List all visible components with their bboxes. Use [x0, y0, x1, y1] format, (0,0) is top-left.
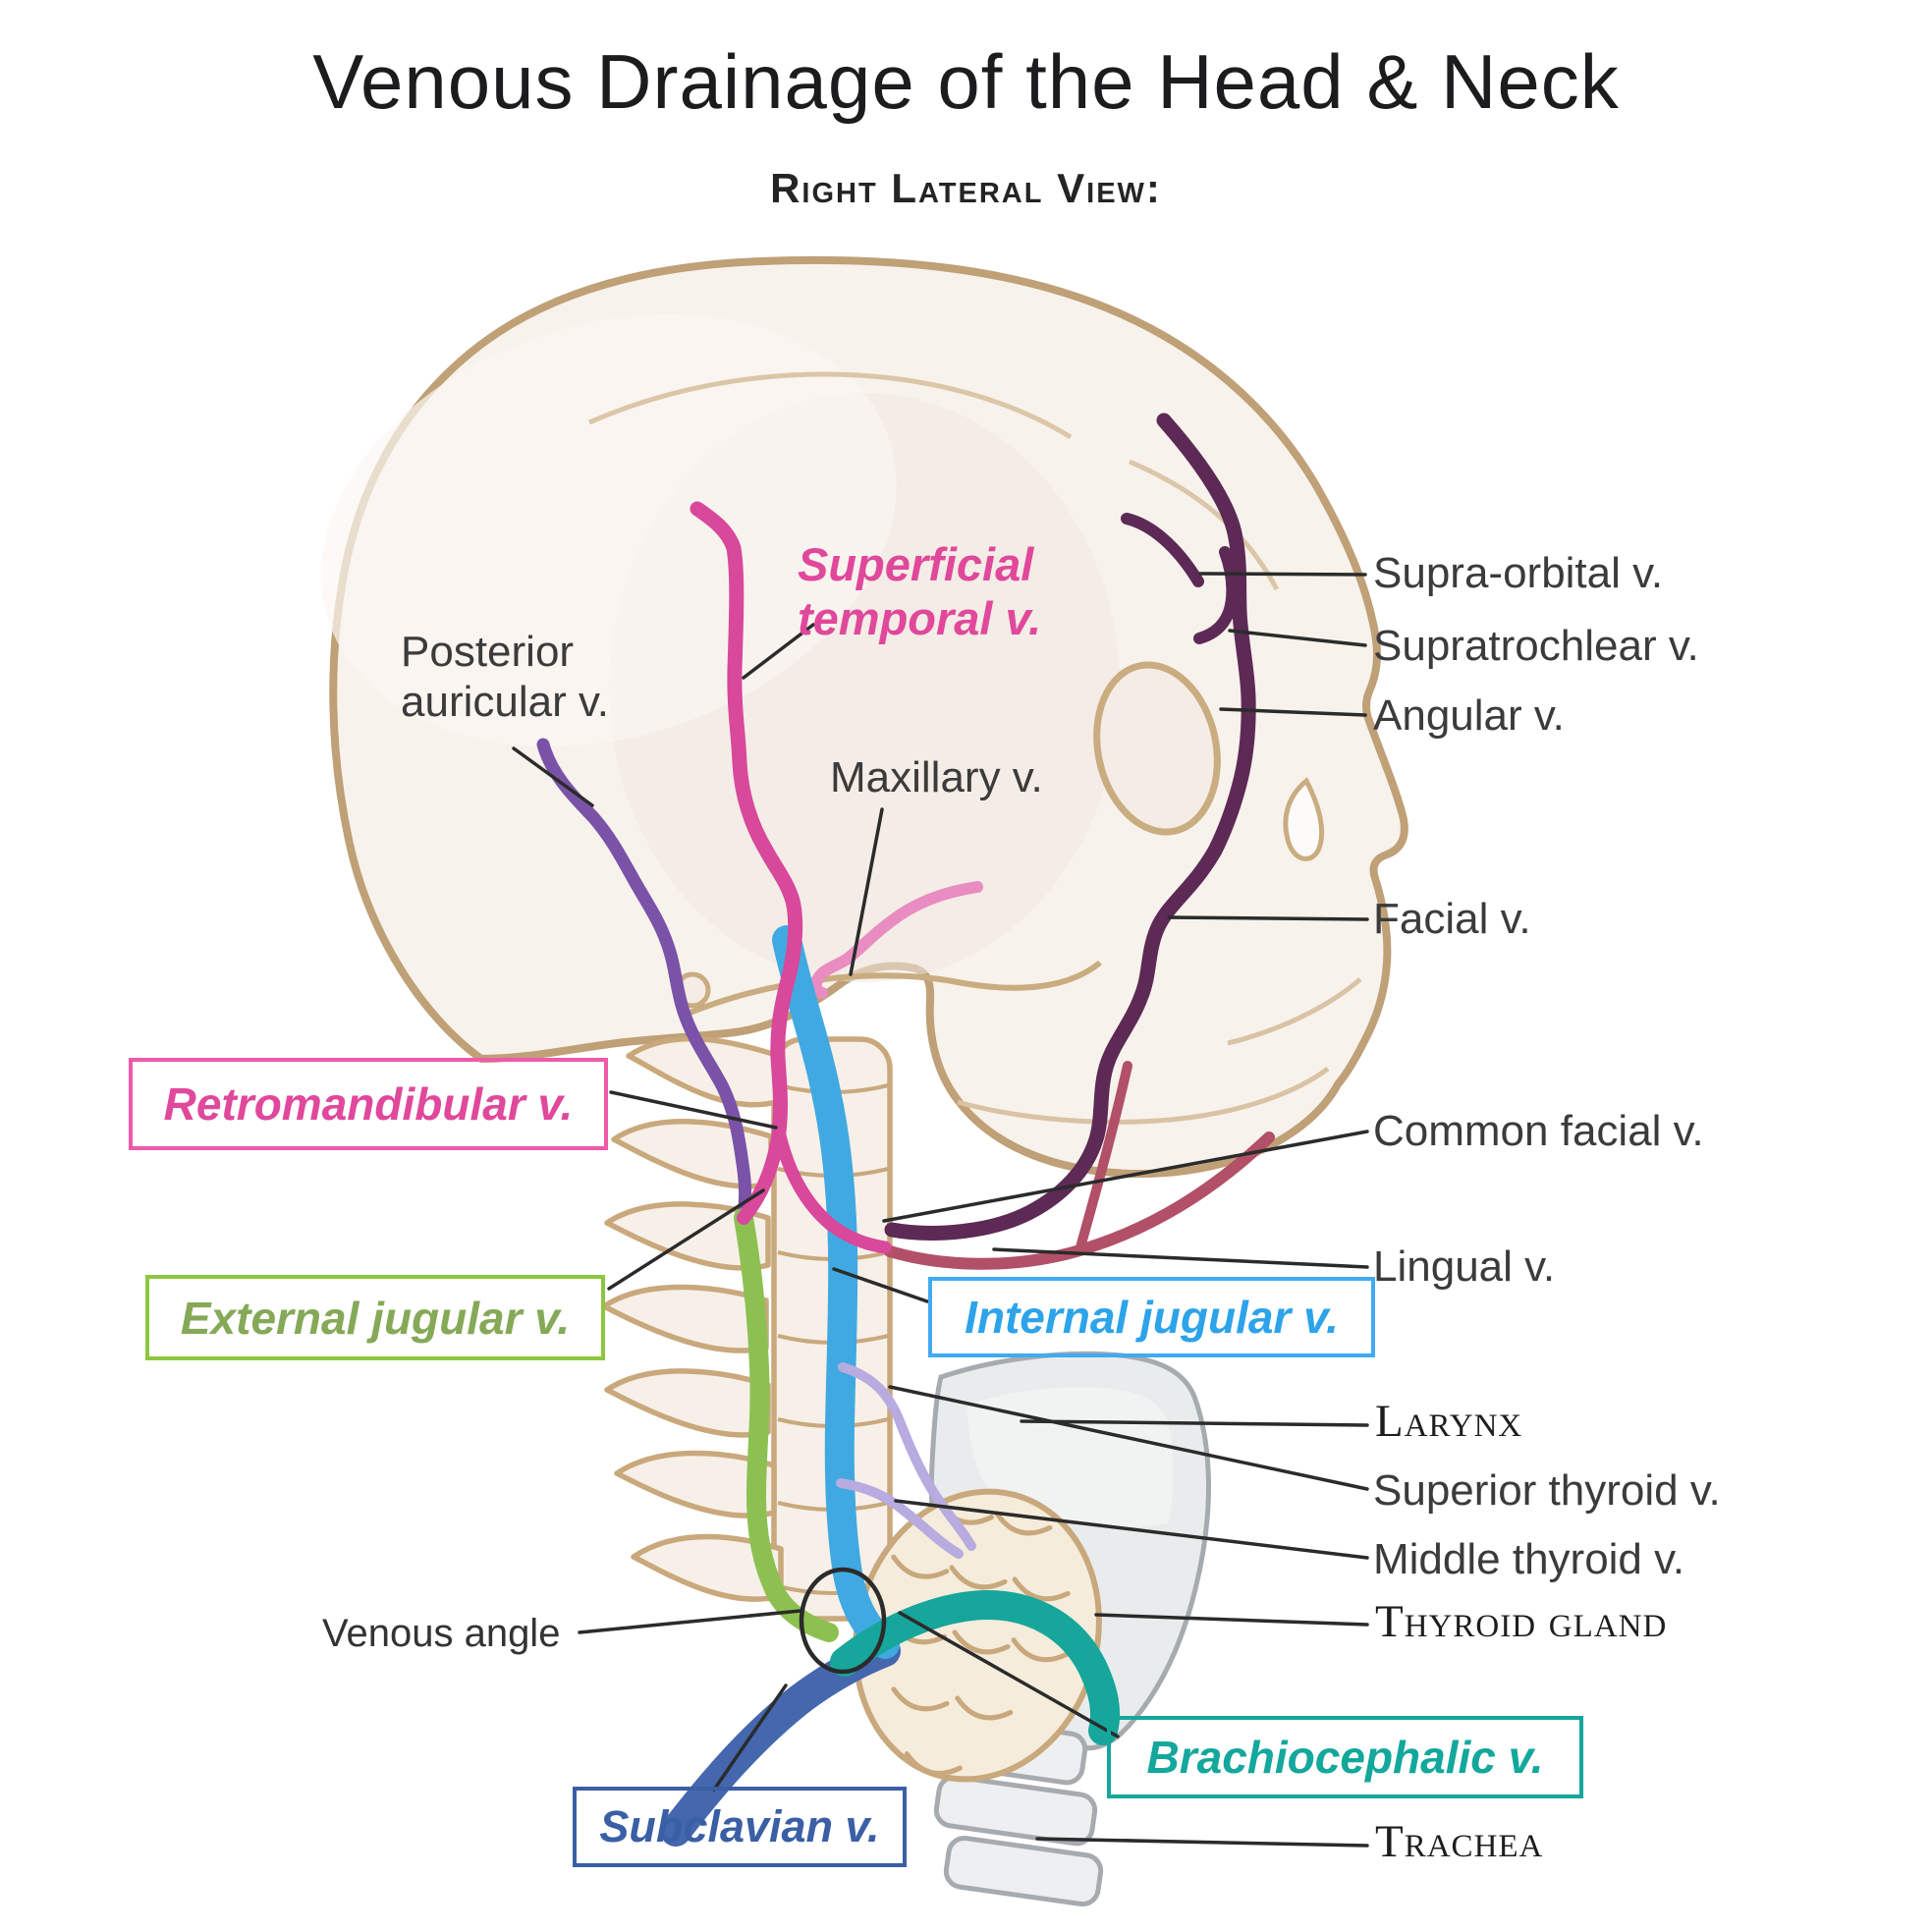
maxillary-vein	[809, 881, 983, 999]
jaw-line	[957, 1066, 1330, 1125]
label-larynx: Larynx	[1375, 1396, 1523, 1447]
label-supratrochlear: Supratrochlear v.	[1373, 622, 1699, 670]
page-title: Venous Drainage of the Head & Neck	[312, 38, 1620, 125]
vertebra	[604, 1201, 771, 1271]
label-box-retromandibular: Retromandibular v.	[129, 1058, 608, 1150]
label-trachea: Trachea	[1375, 1816, 1544, 1867]
label-superficial-temporal: Superficial temporal v.	[798, 538, 1042, 644]
posterior-auricular-vein	[536, 738, 752, 1225]
superior-thyroid-vein	[838, 1362, 976, 1551]
facial-vein	[884, 413, 1256, 1241]
supra-orbital-vein	[1121, 513, 1204, 587]
nasal-aperture	[1283, 777, 1325, 861]
vertebra	[631, 1533, 784, 1602]
external-jugular-vein	[734, 1208, 839, 1642]
temporal-line	[587, 371, 1073, 440]
label-middle-thyroid: Middle thyroid v.	[1373, 1535, 1685, 1583]
label-facial: Facial v.	[1373, 895, 1531, 943]
skull	[321, 255, 1408, 1178]
label-supra-orbital: Supra-orbital v.	[1373, 549, 1664, 597]
lingual-vein	[884, 1132, 1275, 1270]
orbit	[1093, 661, 1221, 836]
zygomatic-arch	[686, 960, 1102, 1017]
view-subtitle: Right Lateral View:	[770, 165, 1162, 211]
cranium-highlight	[321, 313, 897, 747]
vertebra	[601, 1284, 769, 1353]
label-thyroid-gland: Thyroid gland	[1375, 1596, 1668, 1647]
vertebra	[614, 1450, 777, 1518]
internal-jugular-vein	[772, 925, 900, 1659]
label-posterior-auricular: Posterior auricular v.	[401, 628, 609, 727]
teeth-line	[1227, 977, 1362, 1046]
label-venous-angle: Venous angle	[322, 1612, 561, 1655]
label-box-internal-jugular: Internal jugular v.	[928, 1277, 1375, 1357]
lingual-vein-twig	[1076, 1061, 1132, 1252]
brachiocephalic-vein	[830, 1589, 1121, 1745]
leader-lines	[512, 572, 1369, 1848]
label-superior-thyroid: Superior thyroid v.	[1373, 1466, 1721, 1515]
middle-thyroid-vein	[836, 1478, 964, 1559]
label-lingual: Lingual v.	[1373, 1242, 1556, 1291]
venous-angle-circle	[799, 1567, 887, 1675]
superficial-temporal-vein	[690, 501, 803, 1139]
label-maxillary: Maxillary v.	[830, 753, 1043, 801]
label-angular: Angular v.	[1373, 691, 1565, 740]
label-box-brachiocephalic: Brachiocephalic v.	[1107, 1716, 1583, 1798]
vertebra	[604, 1368, 771, 1438]
label-box-subclavian: Subclavian v.	[573, 1787, 907, 1867]
retromandibular-anterior-branch	[772, 1125, 892, 1254]
label-common-facial: Common facial v.	[1373, 1107, 1704, 1155]
brow-inner-line	[1129, 459, 1280, 591]
label-box-external-jugular: External jugular v.	[145, 1275, 605, 1360]
